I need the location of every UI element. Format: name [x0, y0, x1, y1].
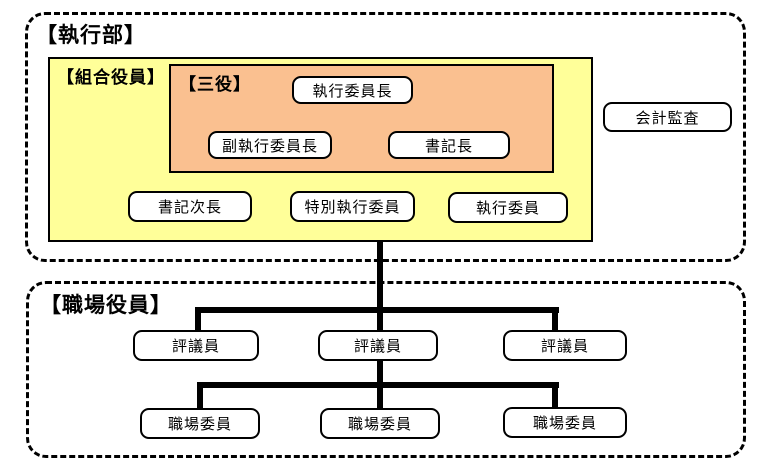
connector-drop-councilor-left: [195, 307, 201, 332]
accounting-audit-node: 会計監査: [603, 102, 732, 132]
workplace-section-title: 【職場役員】: [40, 293, 172, 317]
connector-drop-councilor-right: [552, 307, 558, 332]
executive-member-node: 執行委員: [448, 192, 568, 223]
executive-section-container: [25, 12, 746, 262]
workplace-committee-node-1: 職場委員: [140, 408, 260, 439]
councilor-node-2: 評議員: [318, 330, 438, 361]
connector-trunk-top: [377, 240, 383, 332]
secretary-general-node: 書記長: [388, 131, 510, 159]
sanyaku-title: 【三役】: [179, 75, 251, 95]
councilor-node-3: 評議員: [503, 330, 627, 361]
union-officers-title: 【組合役員】: [57, 68, 165, 88]
executive-section-title: 【執行部】: [36, 23, 146, 47]
connector-drop-committee-left: [197, 382, 203, 410]
special-executive-member-node: 特別執行委員: [290, 191, 415, 222]
executive-chair-node: 執行委員長: [292, 76, 413, 104]
deputy-secretary-node: 書記次長: [128, 191, 252, 222]
vice-executive-chair-node: 副執行委員長: [208, 131, 332, 159]
workplace-committee-node-2: 職場委員: [320, 408, 440, 439]
connector-drop-committee-right: [552, 382, 558, 410]
councilor-node-1: 評議員: [133, 330, 259, 361]
connector-horizontal-bottom: [197, 382, 559, 388]
workplace-committee-node-3: 職場委員: [503, 407, 627, 438]
workplace-section-container: [26, 281, 746, 458]
connector-horizontal-top: [195, 307, 559, 313]
